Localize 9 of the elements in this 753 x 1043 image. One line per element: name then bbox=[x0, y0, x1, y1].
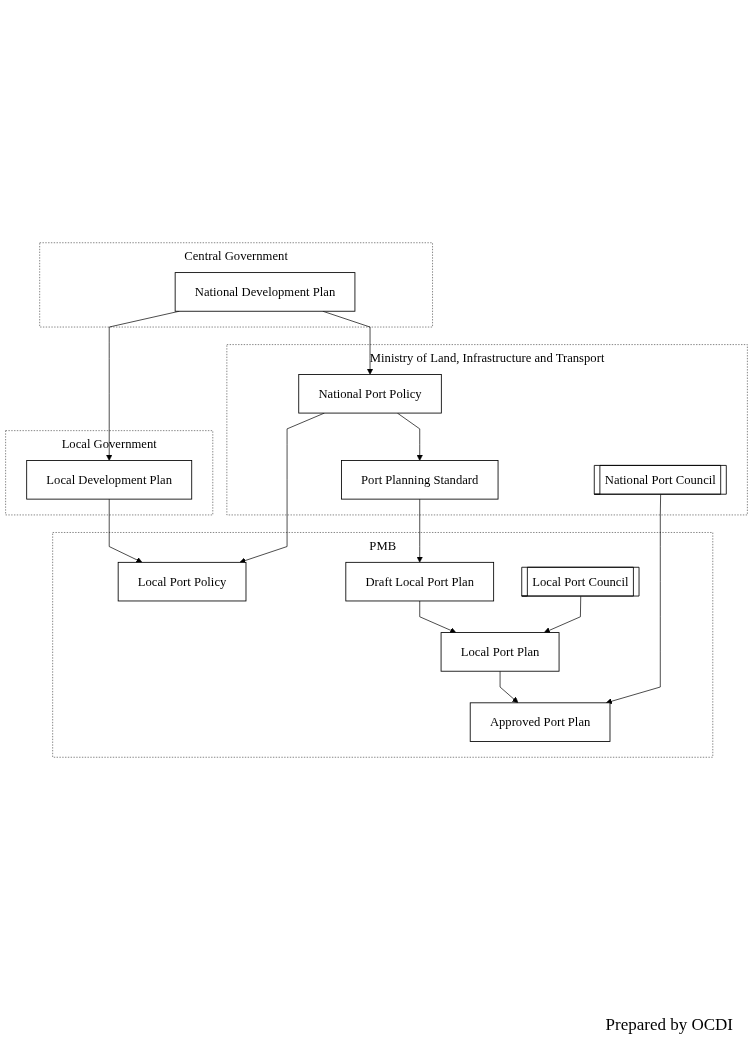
node-box: Local Port Policy bbox=[117, 561, 247, 602]
node-box: Approved Port Plan bbox=[469, 702, 611, 742]
node-box: Local Development Plan bbox=[26, 460, 193, 500]
node-box: Draft Local Port Plan bbox=[345, 561, 495, 602]
node-box: National Port Policy bbox=[298, 374, 442, 414]
node-box: Port Planning Standard bbox=[341, 460, 499, 500]
node-box: National Development Plan bbox=[174, 272, 356, 312]
node-box: Local Port Plan bbox=[440, 632, 560, 672]
source-note: Prepared by OCDI bbox=[605, 1015, 733, 1035]
